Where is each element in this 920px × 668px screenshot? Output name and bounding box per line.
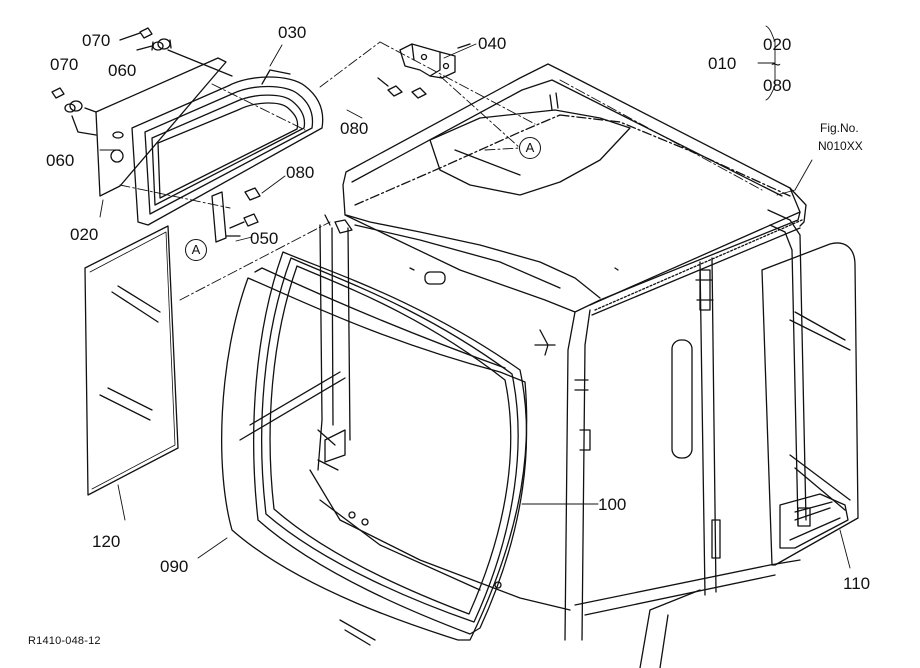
callout-120: 120 xyxy=(92,532,121,551)
callout-110: 110 xyxy=(843,574,871,593)
callout-030: 030 xyxy=(278,23,307,42)
right-side-glass xyxy=(761,242,859,566)
callout-080-group: 080 xyxy=(763,76,792,95)
callout-010: 010 xyxy=(708,54,737,73)
callout-060-top: 060 xyxy=(108,61,137,80)
callout-090: 090 xyxy=(160,557,189,576)
callout-070-top: 070 xyxy=(82,31,111,50)
left-quarter-glass xyxy=(84,225,179,496)
drawing-code: R1410-048-12 xyxy=(28,635,101,647)
leader-lines xyxy=(99,25,851,569)
rubber-grommets-and-bolts xyxy=(51,27,233,136)
callout-080-right: 080 xyxy=(286,163,315,182)
figure-ref-number: N010XX xyxy=(818,139,863,153)
windshield-weatherstrip xyxy=(253,251,528,635)
callout-020: 020 xyxy=(70,225,99,244)
callout-020-group: 020 xyxy=(763,35,792,54)
reference-mark-a-right: A xyxy=(519,137,541,159)
callout-070-left: 070 xyxy=(50,55,79,74)
callout-040: 040 xyxy=(478,34,507,53)
rear-window-frame xyxy=(131,69,324,226)
cab-frame xyxy=(309,63,807,668)
callout-060-left: 060 xyxy=(46,151,75,170)
callout-080-top: 080 xyxy=(340,119,369,138)
callout-tilde: ~ xyxy=(771,55,781,74)
glass-bracket-assembly xyxy=(211,187,261,243)
callout-050: 050 xyxy=(250,229,279,248)
roof-bracket-assembly xyxy=(377,43,471,99)
callout-100: 100 xyxy=(598,495,627,514)
figure-ref-caption: Fig.No. xyxy=(820,121,859,135)
reference-mark-a-left: A xyxy=(185,239,207,261)
